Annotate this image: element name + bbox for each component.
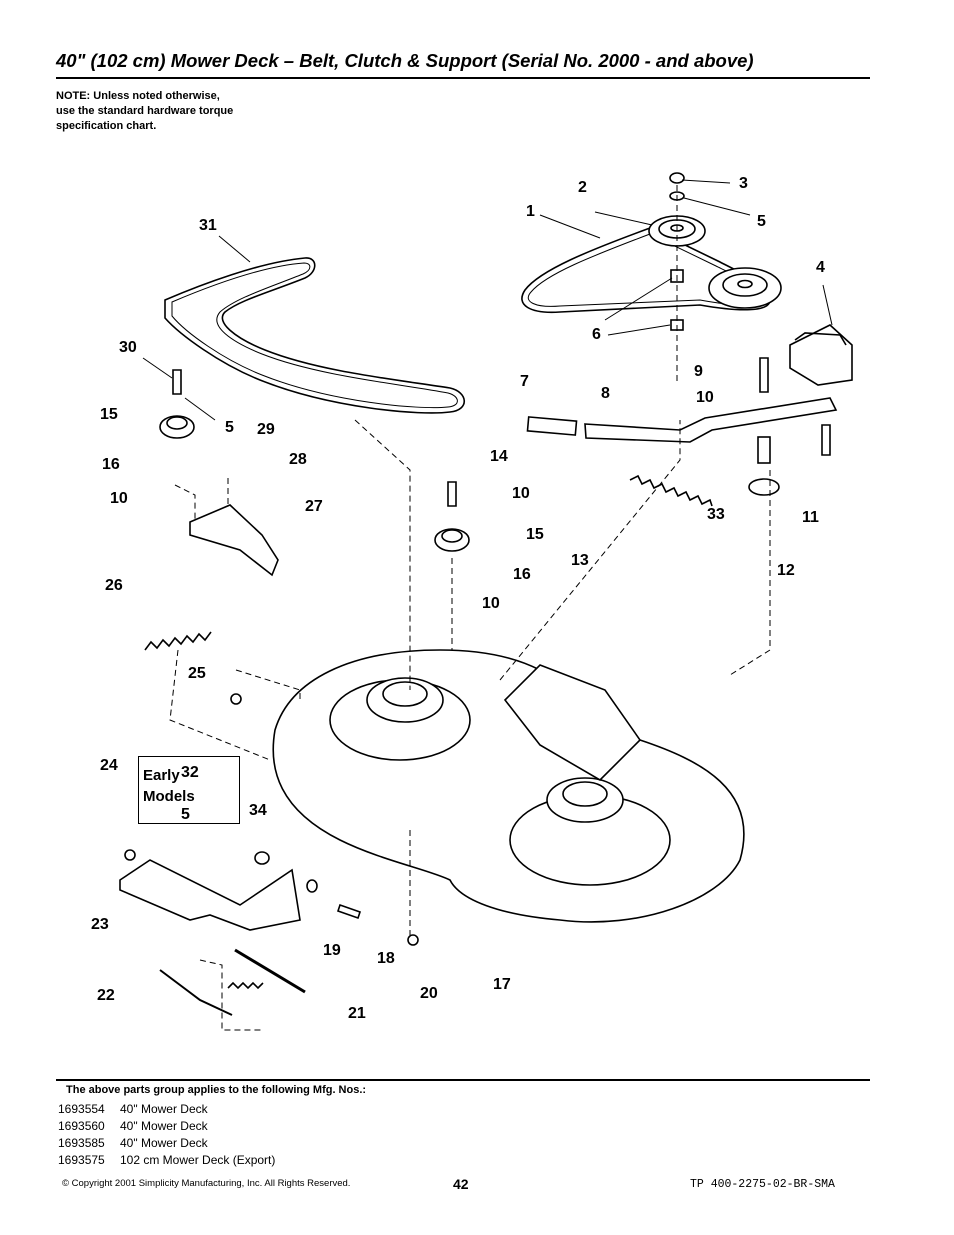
- early-models-inset: Early Models 32 5: [138, 756, 240, 824]
- mfg-number: 1693554: [58, 1102, 105, 1116]
- callout: 22: [97, 987, 115, 1004]
- callout: 31: [199, 217, 217, 234]
- callout: 13: [571, 552, 589, 569]
- callout: 15: [100, 406, 118, 423]
- early-label-line: Models: [143, 788, 195, 805]
- callout: 21: [348, 1005, 366, 1022]
- note-line: NOTE: Unless noted otherwise,: [56, 90, 220, 102]
- spring-13: [629, 474, 713, 507]
- page-number: 42: [453, 1176, 469, 1192]
- callout: 5: [757, 213, 766, 230]
- callout: 28: [289, 451, 307, 468]
- spring-26: [144, 631, 212, 651]
- washer-33: [748, 478, 780, 496]
- callout: 3: [739, 175, 748, 192]
- idler-15-left: [159, 415, 195, 439]
- discharge-chute: [503, 664, 642, 782]
- callout: 15: [526, 526, 544, 543]
- callout: 11: [802, 509, 819, 526]
- callout: 10: [482, 595, 500, 612]
- plate-27: [189, 504, 279, 577]
- copyright-text: © Copyright 2001 Simplicity Manufacturin…: [62, 1178, 351, 1189]
- mfg-number: 1693585: [58, 1136, 105, 1150]
- idler-arm-8: [584, 397, 838, 443]
- callout: 16: [513, 566, 531, 583]
- bolt-14: [447, 481, 457, 507]
- mower-deck: [272, 649, 745, 923]
- callout: 29: [257, 421, 275, 438]
- callout: 5: [181, 806, 190, 823]
- callout: 34: [249, 802, 267, 819]
- callout: 16: [102, 456, 120, 473]
- applies-heading: The above parts group applies to the fol…: [66, 1084, 367, 1096]
- callout: 7: [520, 373, 529, 390]
- callout: 14: [490, 448, 508, 465]
- bolt-11: [821, 424, 831, 456]
- callout: 17: [493, 976, 511, 993]
- nut-3: [669, 172, 685, 184]
- callout: 26: [105, 577, 123, 594]
- callout: 10: [696, 389, 714, 406]
- idler-pad-7: [526, 416, 578, 436]
- idler-15-center: [434, 528, 470, 552]
- bracket-4: [789, 324, 853, 386]
- mfg-description: 40" Mower Deck: [120, 1119, 208, 1133]
- mfg-description: 40" Mower Deck: [120, 1102, 208, 1116]
- torque-note: NOTE: Unless noted otherwise, use the st…: [56, 89, 233, 134]
- callout: 1: [526, 203, 535, 220]
- nut-24: [124, 849, 136, 861]
- rod-22: [159, 969, 233, 1016]
- bolt-30: [172, 369, 182, 395]
- title-rule: [56, 77, 870, 79]
- document-id: TP 400-2275-02-BR-SMA: [690, 1178, 835, 1191]
- bolt-9: [759, 357, 769, 393]
- washer-19: [306, 879, 318, 893]
- callout: 4: [816, 259, 825, 276]
- callout: 30: [119, 339, 137, 356]
- callout: 20: [420, 985, 438, 1002]
- callout: 32: [181, 764, 199, 781]
- callout: 2: [578, 179, 587, 196]
- spring-21: [227, 981, 264, 990]
- belt-31: [164, 257, 466, 414]
- nut-25: [230, 693, 242, 705]
- callout: 12: [777, 562, 795, 579]
- spindle-right: [546, 777, 624, 823]
- callout: 24: [100, 757, 118, 774]
- mfg-description: 102 cm Mower Deck (Export): [120, 1153, 276, 1167]
- mfg-number: 1693560: [58, 1119, 105, 1133]
- rod-20: [234, 948, 306, 994]
- footer-rule: [56, 1079, 870, 1081]
- callout: 10: [110, 490, 128, 507]
- callout: 6: [592, 326, 601, 343]
- callout: 19: [323, 942, 341, 959]
- callout: 10: [512, 485, 530, 502]
- callout: 8: [601, 385, 610, 402]
- bolt-18: [336, 903, 362, 920]
- callout: 5: [225, 419, 234, 436]
- callout: 9: [694, 363, 703, 380]
- spindle-left: [366, 677, 444, 723]
- nut-17: [407, 934, 419, 946]
- early-models-label: Early Models: [143, 765, 195, 807]
- note-line: use the standard hardware torque: [56, 105, 234, 117]
- callout: 25: [188, 665, 206, 682]
- page-title: 40" (102 cm) Mower Deck – Belt, Clutch &…: [56, 50, 754, 71]
- nut-34: [254, 851, 270, 865]
- support-bracket-23: [119, 859, 301, 931]
- callout: 18: [377, 950, 395, 967]
- early-label-line: Early: [143, 767, 180, 784]
- callout: 23: [91, 916, 109, 933]
- mfg-number: 1693575: [58, 1153, 105, 1167]
- callout: 33: [707, 506, 725, 523]
- callout: 27: [305, 498, 323, 515]
- spacer-12: [757, 436, 771, 464]
- note-line: specification chart.: [56, 120, 157, 132]
- mfg-description: 40" Mower Deck: [120, 1136, 208, 1150]
